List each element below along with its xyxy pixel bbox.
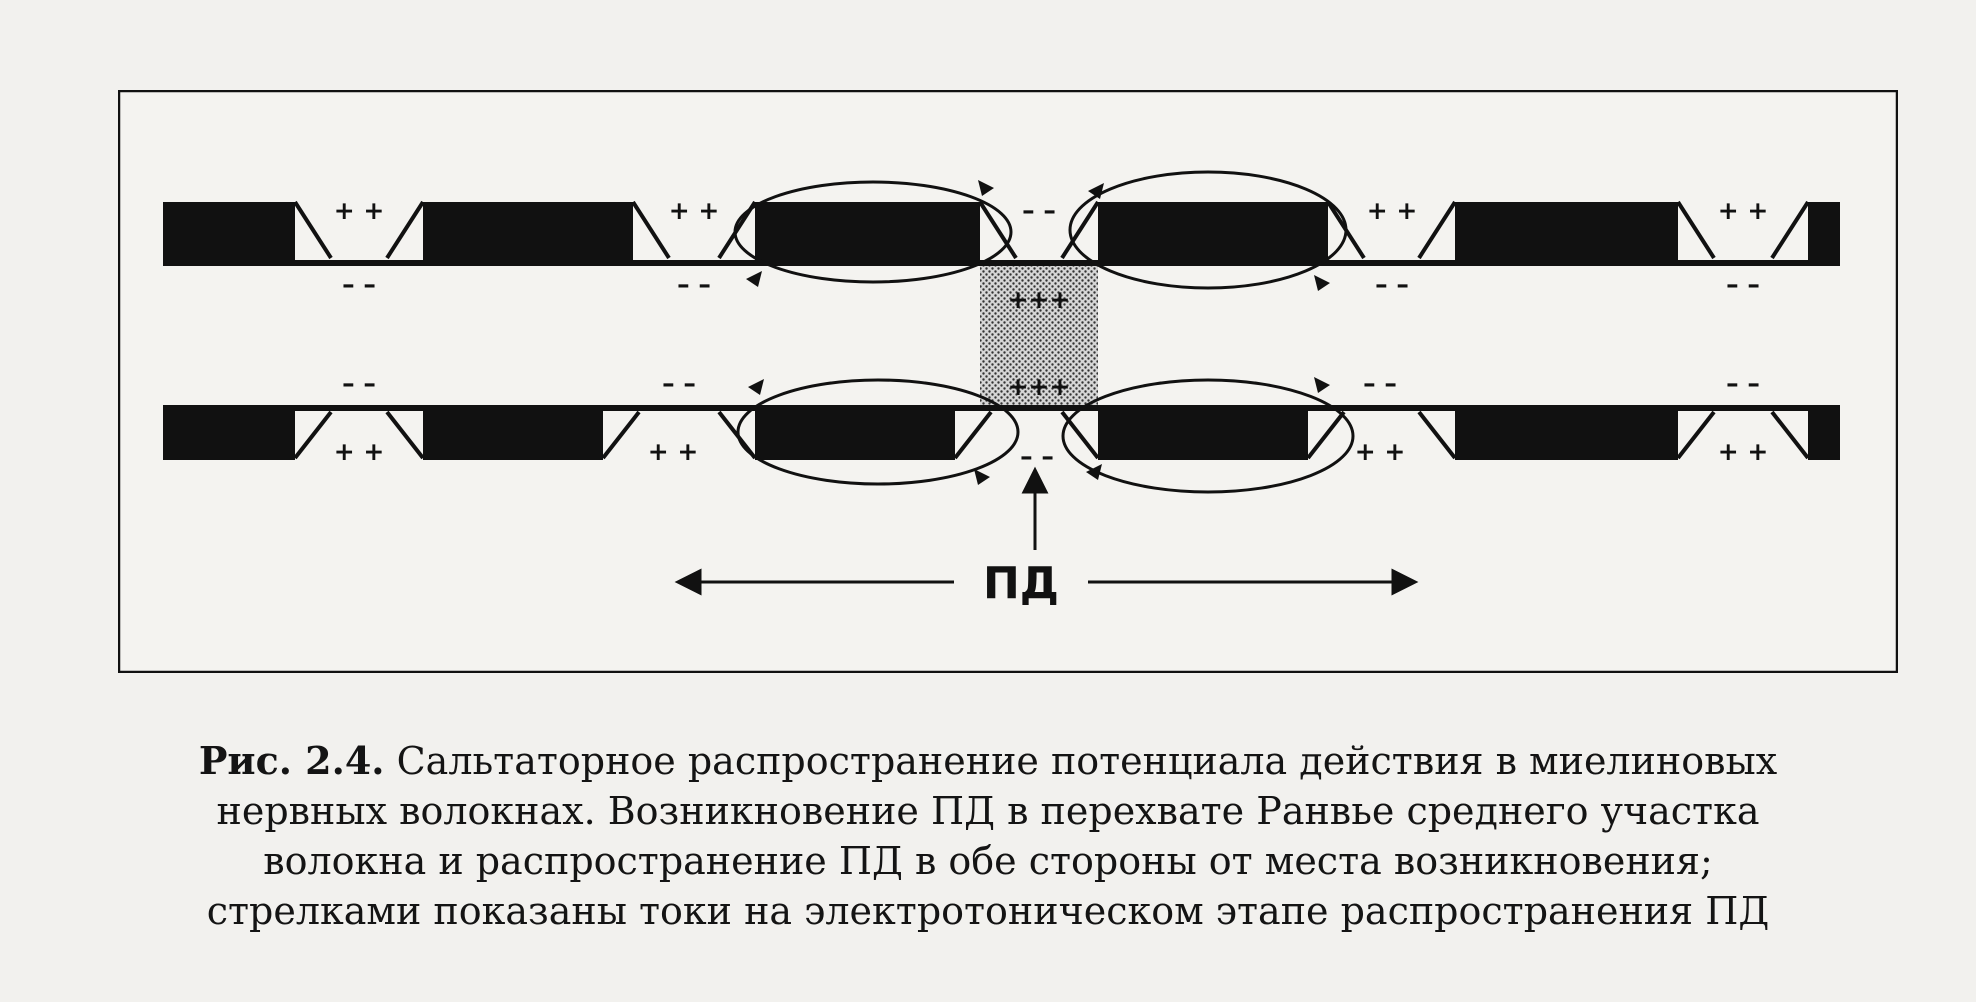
charge-minus: – –: [1022, 196, 1056, 225]
current-arrowhead: [1314, 377, 1330, 393]
myelin-segment: [163, 408, 295, 460]
figure-diagram: + + + + – – + + + + – – – – – – – – +++ …: [118, 90, 1898, 673]
upper-fiber: [163, 200, 1840, 266]
caption-line-4: стрелками показаны токи на электротониче…: [206, 889, 1770, 933]
current-loop: [1061, 378, 1355, 494]
charge-minus: – –: [1726, 270, 1760, 299]
current-arrowhead: [746, 271, 762, 287]
current-arrowhead: [978, 180, 994, 196]
myelin-segment: [1455, 202, 1678, 263]
charge-minus: – –: [1375, 270, 1409, 299]
caption-label: Рис. 2.4.: [198, 738, 385, 783]
charge-plus: + +: [334, 437, 385, 466]
myelin-segment: [1808, 408, 1840, 460]
myelin-segment: [423, 202, 633, 263]
charge-plus: + +: [1355, 437, 1406, 466]
current-loop: [736, 378, 1020, 486]
myelin-segment: [1098, 408, 1308, 460]
current-loop: [1068, 170, 1348, 290]
caption-line-1: Сальтаторное распространение потенциала …: [396, 739, 1778, 783]
charge-plus: + +: [648, 437, 699, 466]
myelin-segment: [1455, 408, 1678, 460]
charge-minus: – –: [1363, 369, 1397, 398]
figure-caption: Рис. 2.4. Сальтаторное распространение п…: [60, 736, 1916, 936]
myelin-segment: [423, 408, 603, 460]
charge-plus: + +: [1718, 196, 1769, 225]
charge-plus-node: +++: [1008, 372, 1071, 401]
current-arrowhead: [1314, 275, 1330, 291]
action-potential-label: ПД: [983, 558, 1059, 609]
current-arrowhead: [1088, 183, 1104, 199]
charge-plus: + +: [1718, 437, 1769, 466]
charge-minus: – –: [677, 270, 711, 299]
charge-minus: – –: [1020, 442, 1054, 471]
myelin-segment: [755, 408, 955, 460]
caption-line-3: волокна и распространение ПД в обе сторо…: [263, 839, 1713, 883]
myelin-segment: [755, 202, 980, 263]
charge-minus: – –: [342, 270, 376, 299]
current-arrowhead: [1086, 464, 1102, 480]
myelin-segment: [1808, 202, 1840, 263]
current-arrowhead: [974, 469, 990, 485]
charge-minus: – –: [662, 369, 696, 398]
charge-minus: – –: [1726, 369, 1760, 398]
charge-minus: – –: [342, 369, 376, 398]
charge-plus: + +: [1367, 196, 1418, 225]
charge-plus-node: +++: [1008, 285, 1071, 314]
caption-line-2: нервных волокнах. Возникновение ПД в пер…: [216, 789, 1760, 833]
myelin-segment: [1098, 202, 1328, 263]
myelin-segment: [163, 202, 295, 263]
current-arrowhead: [748, 379, 764, 395]
charge-plus: + +: [334, 196, 385, 225]
current-loop: [733, 180, 1013, 284]
excited-node: [980, 266, 1098, 406]
lower-fiber: [163, 405, 1840, 460]
charge-plus: + +: [669, 196, 720, 225]
